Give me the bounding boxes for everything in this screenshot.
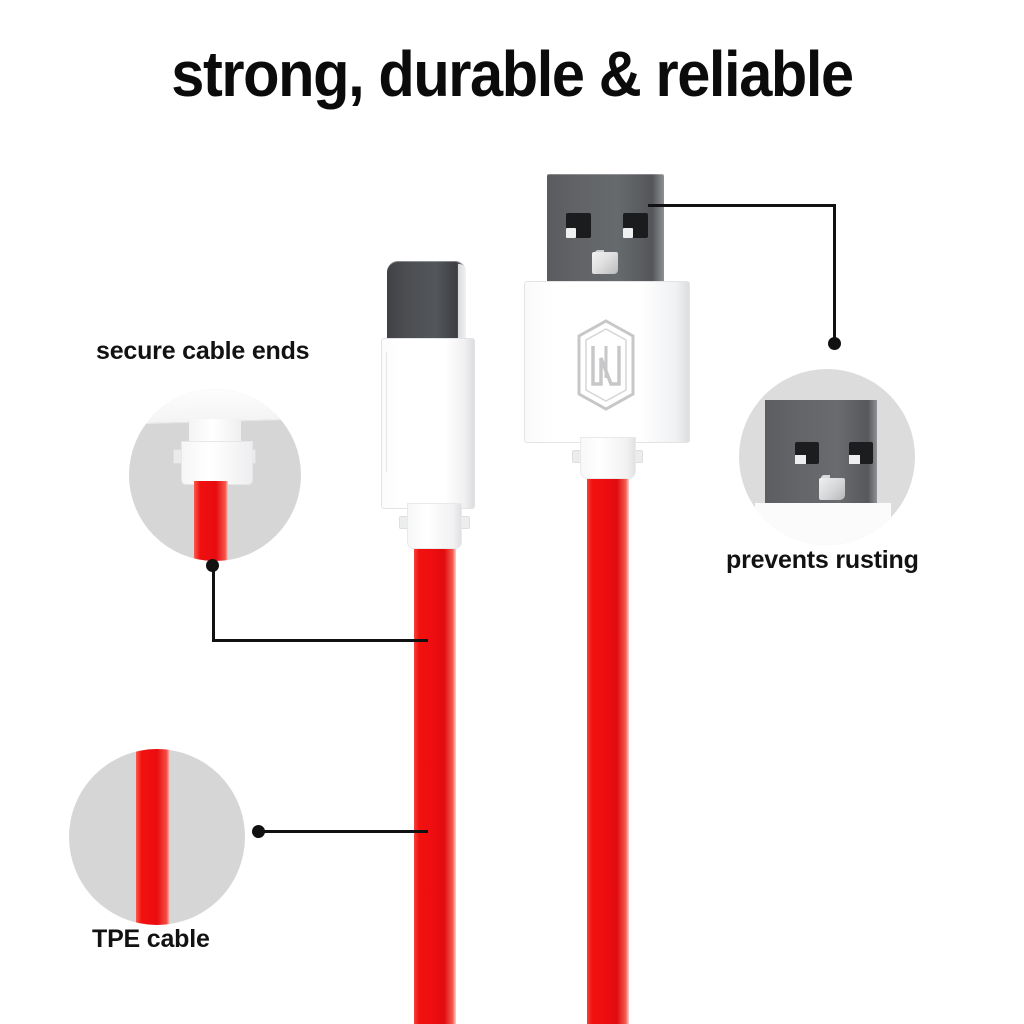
usb-c-plastic-housing bbox=[381, 338, 475, 509]
usb-c-metal-tip bbox=[387, 261, 466, 343]
callout-detail-prevents-rusting bbox=[739, 369, 915, 545]
cable-strand-right bbox=[587, 470, 629, 1024]
leader-dot-tpe bbox=[252, 825, 265, 838]
closeup-tpe-jacket bbox=[136, 749, 170, 925]
callout-detail-tpe-cable bbox=[69, 749, 245, 925]
leader-line-secure-horizontal bbox=[212, 639, 428, 642]
usb-c-strain-relief bbox=[407, 503, 462, 549]
callout-label-secure-cable-ends: secure cable ends bbox=[96, 337, 310, 365]
callout-detail-secure-cable-ends bbox=[129, 389, 301, 561]
closeup-strain-relief bbox=[181, 441, 253, 485]
usb-a-contact-pin-left bbox=[566, 228, 576, 238]
closeup-contact-pin-right bbox=[849, 455, 860, 464]
leader-line-rust-vertical bbox=[833, 204, 836, 344]
leader-line-secure-vertical bbox=[212, 571, 215, 642]
nillkin-hexagon-logo bbox=[577, 319, 635, 411]
closeup-contact-pin-left bbox=[795, 455, 806, 464]
leader-line-rust-horizontal bbox=[648, 204, 836, 207]
closeup-center-tab bbox=[819, 478, 845, 500]
usb-a-center-tab bbox=[592, 252, 618, 274]
page-title: strong, durable & reliable bbox=[171, 38, 854, 110]
usb-c-housing-seam bbox=[386, 352, 387, 472]
callout-label-tpe-cable: TPE cable bbox=[92, 925, 210, 953]
leader-dot-rust bbox=[828, 337, 841, 350]
callout-label-prevents-rusting: prevents rusting bbox=[726, 546, 919, 574]
usb-a-strain-relief bbox=[580, 437, 636, 479]
usb-c-tip-highlight bbox=[458, 264, 466, 342]
leader-line-tpe-horizontal bbox=[262, 830, 428, 833]
cable-strand-left bbox=[414, 500, 456, 1024]
closeup-shell-base bbox=[755, 503, 891, 545]
closeup-red-cable bbox=[194, 481, 228, 561]
leader-dot-secure bbox=[206, 559, 219, 572]
usb-a-contact-pin-right bbox=[623, 228, 633, 238]
